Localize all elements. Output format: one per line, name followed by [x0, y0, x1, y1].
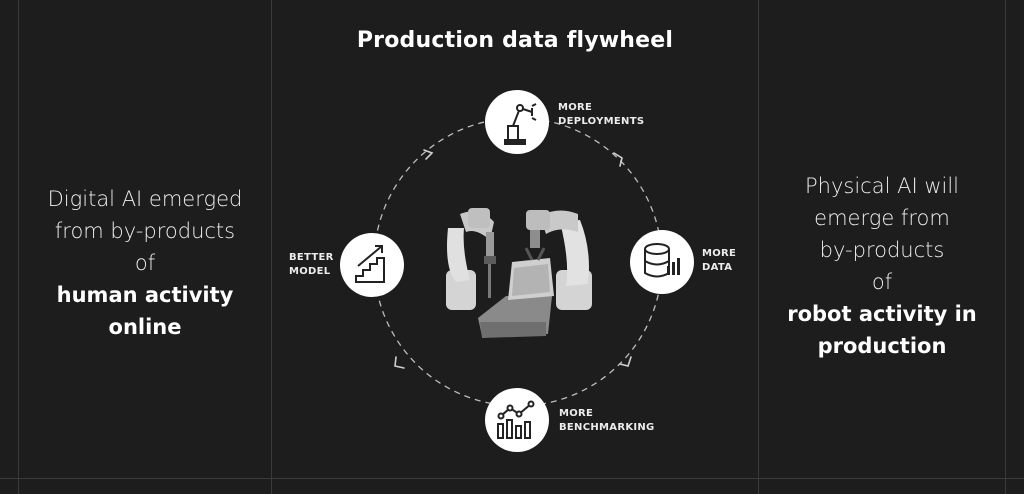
- left-line-3: of: [134, 251, 156, 275]
- right-bold-1: robot activity in: [787, 302, 977, 326]
- robot-arms-illustration: [446, 208, 592, 338]
- divider-right: [1005, 0, 1006, 494]
- node-more-deployments: [485, 90, 549, 154]
- label-deployments-line-2: DEPLOYMENTS: [558, 116, 645, 127]
- arrow-top-right-icon: [613, 152, 623, 167]
- flow-arrows: [394, 149, 632, 369]
- arrow-bottom-left-icon: [394, 356, 405, 369]
- divider-mid-right: [758, 0, 759, 494]
- label-benchmarking-line-2: BENCHMARKING: [559, 422, 655, 433]
- label-data-line-1: MORE: [702, 248, 737, 259]
- left-line-1: Digital AI emerged: [47, 187, 243, 211]
- label-more-benchmarking: MORE BENCHMARKING: [559, 407, 655, 435]
- divider-bottom: [0, 478, 1024, 479]
- right-line-3: by-products: [819, 238, 945, 262]
- benchmark-chart-icon: [497, 400, 535, 439]
- label-deployments-line-1: MORE: [558, 102, 593, 113]
- right-line-2: emerge from: [814, 206, 950, 230]
- arrow-top-left-icon: [423, 149, 434, 160]
- node-more-data: [630, 230, 694, 294]
- right-line-1: Physical AI will: [804, 174, 959, 198]
- node-more-benchmarking: [485, 388, 549, 452]
- database-icon: [644, 243, 680, 278]
- left-bold-2: online: [108, 315, 182, 339]
- left-line-2: from by-products: [54, 219, 236, 243]
- right-bold-2: production: [817, 334, 947, 358]
- divider-left: [18, 0, 19, 494]
- label-better-model: BETTER MODEL: [289, 251, 334, 279]
- stairs-growth-icon: [355, 245, 385, 283]
- page-title: Production data flywheel: [356, 28, 674, 53]
- divider-mid-left: [271, 0, 272, 494]
- right-statement: Physical AI will emerge from by-products…: [760, 170, 1004, 362]
- right-line-4: of: [871, 270, 893, 294]
- node-better-model: [340, 233, 404, 297]
- left-bold-1: human activity: [56, 283, 234, 307]
- arrow-bottom-right-icon: [619, 356, 632, 367]
- label-more-data: MORE DATA: [702, 247, 736, 275]
- robot-arm-icon: [504, 103, 537, 145]
- label-model-line-1: BETTER: [289, 252, 334, 263]
- left-statement: Digital AI emerged from by-products of h…: [20, 183, 270, 343]
- label-more-deployments: MORE DEPLOYMENTS: [558, 101, 644, 129]
- label-model-line-2: MODEL: [289, 266, 331, 277]
- label-data-line-2: DATA: [702, 262, 733, 273]
- label-benchmarking-line-1: MORE: [559, 408, 594, 419]
